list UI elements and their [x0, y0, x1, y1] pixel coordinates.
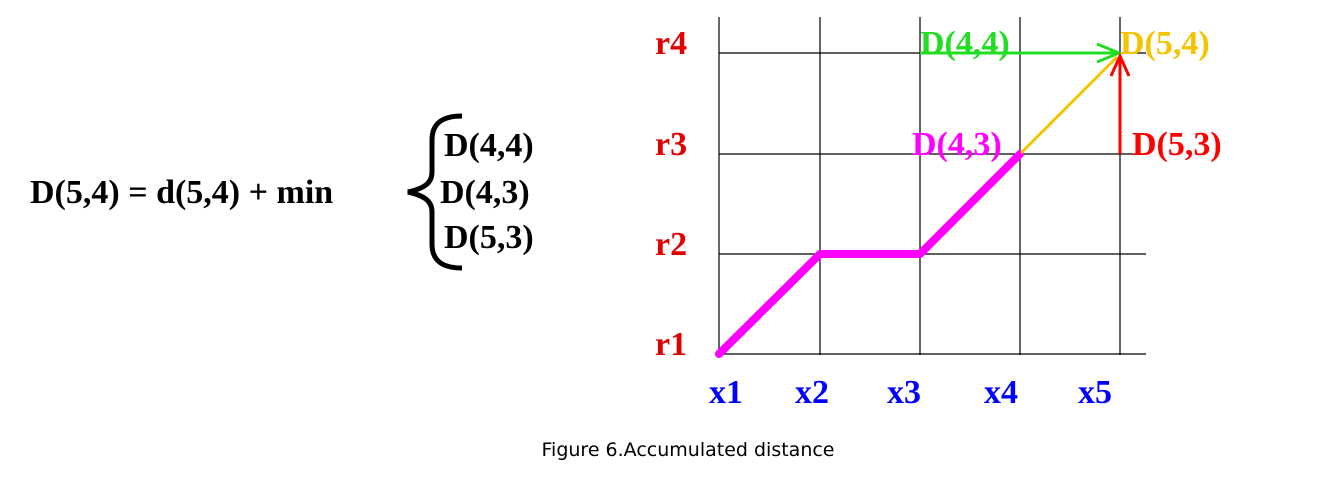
row-label: r3 [655, 126, 687, 163]
col-label: x3 [887, 374, 921, 411]
row-label: r4 [655, 25, 687, 62]
equation-option: D(5,3) [444, 219, 534, 256]
row-labels: r4 r3 r2 r1 [655, 25, 687, 363]
arrow-d43-to-d54 [1019, 55, 1119, 155]
arrows [920, 42, 1131, 155]
equation: D(5,4) = d(5,4) + min D(4,4) D(4,3) D(5,… [30, 113, 534, 271]
equation-option: D(4,3) [440, 174, 530, 211]
col-labels: x1 x2 x3 x4 x5 [709, 374, 1112, 411]
node-label-d54: D(5,4) [1120, 25, 1210, 62]
col-label: x5 [1078, 374, 1112, 411]
brace-icon [407, 113, 463, 271]
row-label: r1 [655, 326, 687, 363]
node-labels: D(4,4) D(5,4) D(4,3) D(5,3) [912, 25, 1222, 163]
col-label: x2 [795, 374, 829, 411]
equation-lhs: D(5,4) = d(5,4) + min [30, 174, 333, 211]
arrowhead-icon [1096, 42, 1123, 64]
node-label-d53: D(5,3) [1132, 126, 1222, 163]
node-label-d44: D(4,4) [920, 25, 1010, 62]
col-label: x1 [709, 374, 743, 411]
arrowhead-icon [1109, 52, 1131, 77]
node-label-d43: D(4,3) [912, 126, 1002, 163]
row-label: r2 [655, 226, 687, 263]
equation-option: D(4,4) [444, 127, 534, 164]
figure-caption: Figure 6.Accumulated distance [542, 439, 835, 461]
col-label: x4 [984, 374, 1018, 411]
grid [718, 17, 1146, 355]
warping-path [715, 150, 1024, 358]
